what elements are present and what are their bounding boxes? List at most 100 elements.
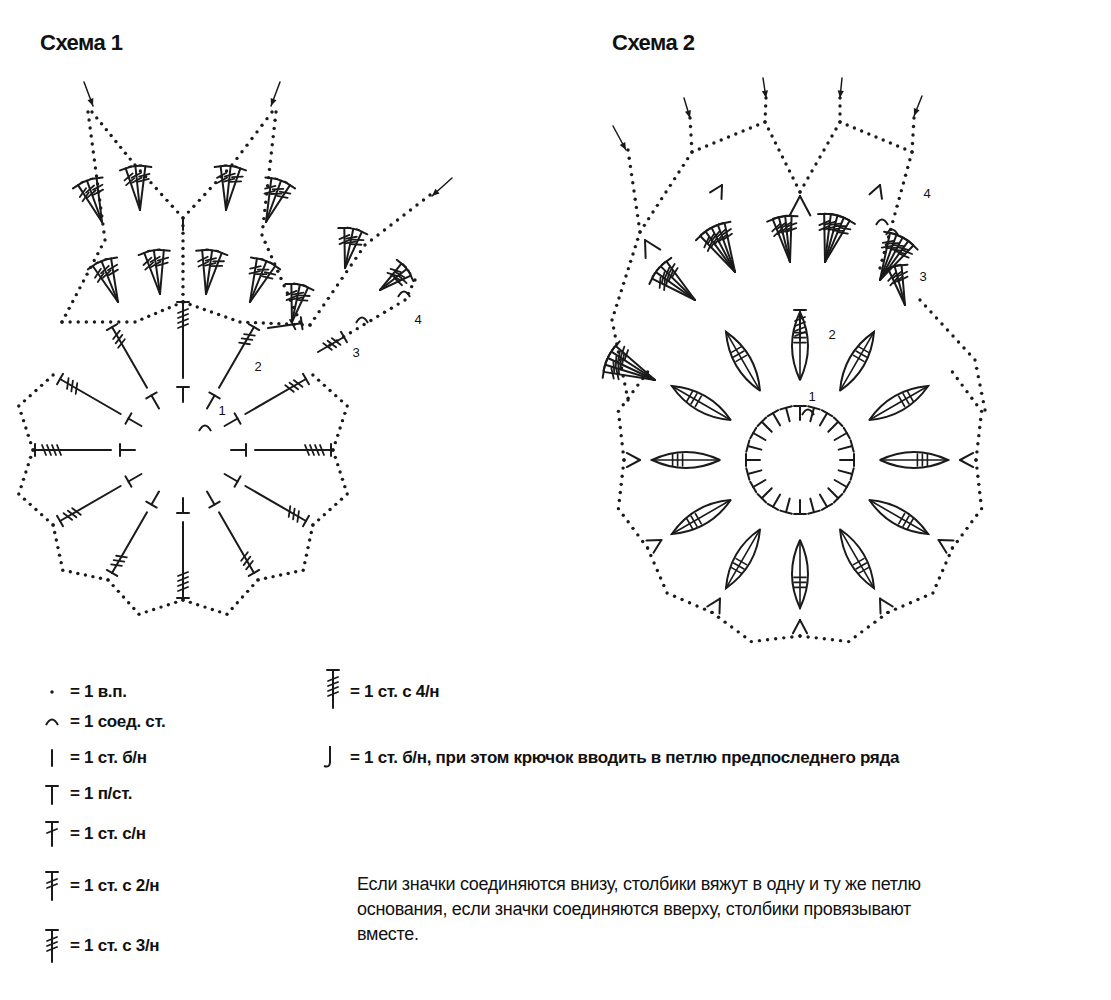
chain-dot bbox=[168, 306, 171, 309]
chain-dot bbox=[260, 233, 263, 236]
stitch-top bbox=[750, 428, 756, 438]
puff-core bbox=[672, 500, 731, 534]
legend-text: = 1 ст. с 3/н bbox=[70, 935, 159, 957]
stitch-top bbox=[327, 669, 339, 671]
stitch-top bbox=[780, 406, 792, 409]
puff-core bbox=[726, 332, 760, 391]
stitch-top bbox=[177, 512, 189, 514]
chain-dot bbox=[61, 569, 64, 572]
chain-dot bbox=[878, 266, 881, 269]
puff-stitch bbox=[840, 332, 874, 391]
yarn-over-bar bbox=[907, 519, 913, 529]
chain-dot bbox=[119, 146, 122, 149]
chain-dot bbox=[317, 518, 320, 521]
yarn-over-bar bbox=[232, 176, 243, 178]
chain-dot bbox=[124, 152, 127, 155]
chain-dot bbox=[428, 193, 431, 196]
yarn-over-bar bbox=[625, 350, 629, 360]
yarn-over-bar bbox=[794, 587, 806, 589]
chain-dot bbox=[615, 304, 618, 307]
yarn-over-bar bbox=[672, 454, 674, 466]
stitch-symbol bbox=[128, 419, 141, 427]
yarn-over-bar bbox=[178, 309, 188, 313]
chain-dot bbox=[308, 538, 311, 541]
yarn-over-bar bbox=[854, 355, 864, 361]
note-text: Если значки соединяются внизу, столбики … bbox=[357, 872, 947, 947]
chain-dot bbox=[621, 450, 624, 453]
chain-dot bbox=[867, 625, 870, 628]
double-sc bbox=[718, 599, 721, 614]
yarn-over-bar bbox=[250, 266, 261, 268]
stitch-top bbox=[270, 263, 280, 270]
chain-dot bbox=[795, 183, 798, 186]
chain-dot bbox=[782, 636, 785, 639]
stitch-symbol bbox=[140, 166, 145, 210]
chain-dot bbox=[944, 561, 947, 564]
chain-dot bbox=[27, 434, 30, 437]
chain-dot bbox=[867, 132, 870, 135]
chain-dot bbox=[254, 321, 257, 324]
chain-dot bbox=[334, 456, 337, 459]
stitch-symbol bbox=[206, 253, 222, 294]
chain-dot bbox=[101, 320, 104, 323]
chain-dot bbox=[189, 601, 192, 604]
chain-dot bbox=[893, 212, 896, 215]
yarn-over-bar bbox=[613, 362, 616, 373]
stitch-top bbox=[235, 413, 241, 423]
slip-stitch bbox=[199, 426, 211, 432]
chain-dot bbox=[798, 634, 801, 637]
chain-dot bbox=[181, 300, 184, 303]
start-arrow bbox=[84, 82, 93, 106]
chain-dot bbox=[665, 591, 668, 594]
chain-dot bbox=[250, 137, 253, 140]
start-arrow bbox=[432, 178, 452, 196]
chain-dot bbox=[331, 448, 334, 451]
chain-dot bbox=[272, 127, 275, 130]
chain-dot bbox=[277, 322, 280, 325]
chain-dot bbox=[396, 218, 399, 221]
chain-dot bbox=[181, 270, 184, 273]
chain-dot bbox=[311, 373, 314, 376]
yarn-over-bar bbox=[731, 567, 741, 573]
chain-dot bbox=[323, 513, 326, 516]
chain-dot bbox=[59, 561, 62, 564]
chain-dot bbox=[340, 497, 343, 500]
chain-dot bbox=[627, 267, 630, 270]
chain-dot bbox=[625, 390, 628, 393]
chain-dot bbox=[31, 448, 34, 451]
chain-dot bbox=[621, 466, 624, 469]
chain-dot bbox=[690, 150, 693, 153]
yarn-over-bar bbox=[856, 563, 866, 569]
chain-dot bbox=[181, 598, 184, 601]
yarn-over-bar bbox=[346, 237, 357, 239]
yarn-over-bar bbox=[328, 687, 338, 691]
chain-dot bbox=[56, 546, 59, 549]
double-sc bbox=[707, 599, 720, 607]
stitch-symbol bbox=[840, 459, 854, 461]
chain-dot bbox=[622, 282, 625, 285]
chain-dot bbox=[93, 320, 96, 323]
yarn-over-bar bbox=[285, 385, 293, 392]
chain-dot bbox=[389, 223, 392, 226]
stitch-top bbox=[125, 476, 131, 486]
chain-dot bbox=[860, 630, 863, 633]
chain-dot bbox=[622, 403, 625, 406]
stitch-symbol bbox=[880, 245, 913, 280]
chain-dot bbox=[276, 270, 279, 273]
yarn-over-bar bbox=[891, 249, 902, 250]
chain-dot bbox=[734, 132, 737, 135]
chain-dot bbox=[976, 442, 979, 445]
chain-dot bbox=[203, 308, 206, 311]
chain-dot bbox=[896, 144, 899, 147]
stitch-symbol bbox=[51, 930, 53, 962]
stitch-symbol bbox=[202, 250, 206, 294]
chain-dot bbox=[613, 311, 616, 314]
yarn-over-bar bbox=[328, 677, 338, 681]
stitch-top bbox=[107, 324, 117, 330]
yarn-over-bar bbox=[178, 577, 188, 581]
yarn-over-bar bbox=[795, 317, 805, 321]
chain-dot bbox=[763, 120, 766, 123]
chain-dot bbox=[690, 142, 693, 145]
chain-dot bbox=[67, 307, 70, 310]
chain-dot bbox=[965, 527, 968, 530]
